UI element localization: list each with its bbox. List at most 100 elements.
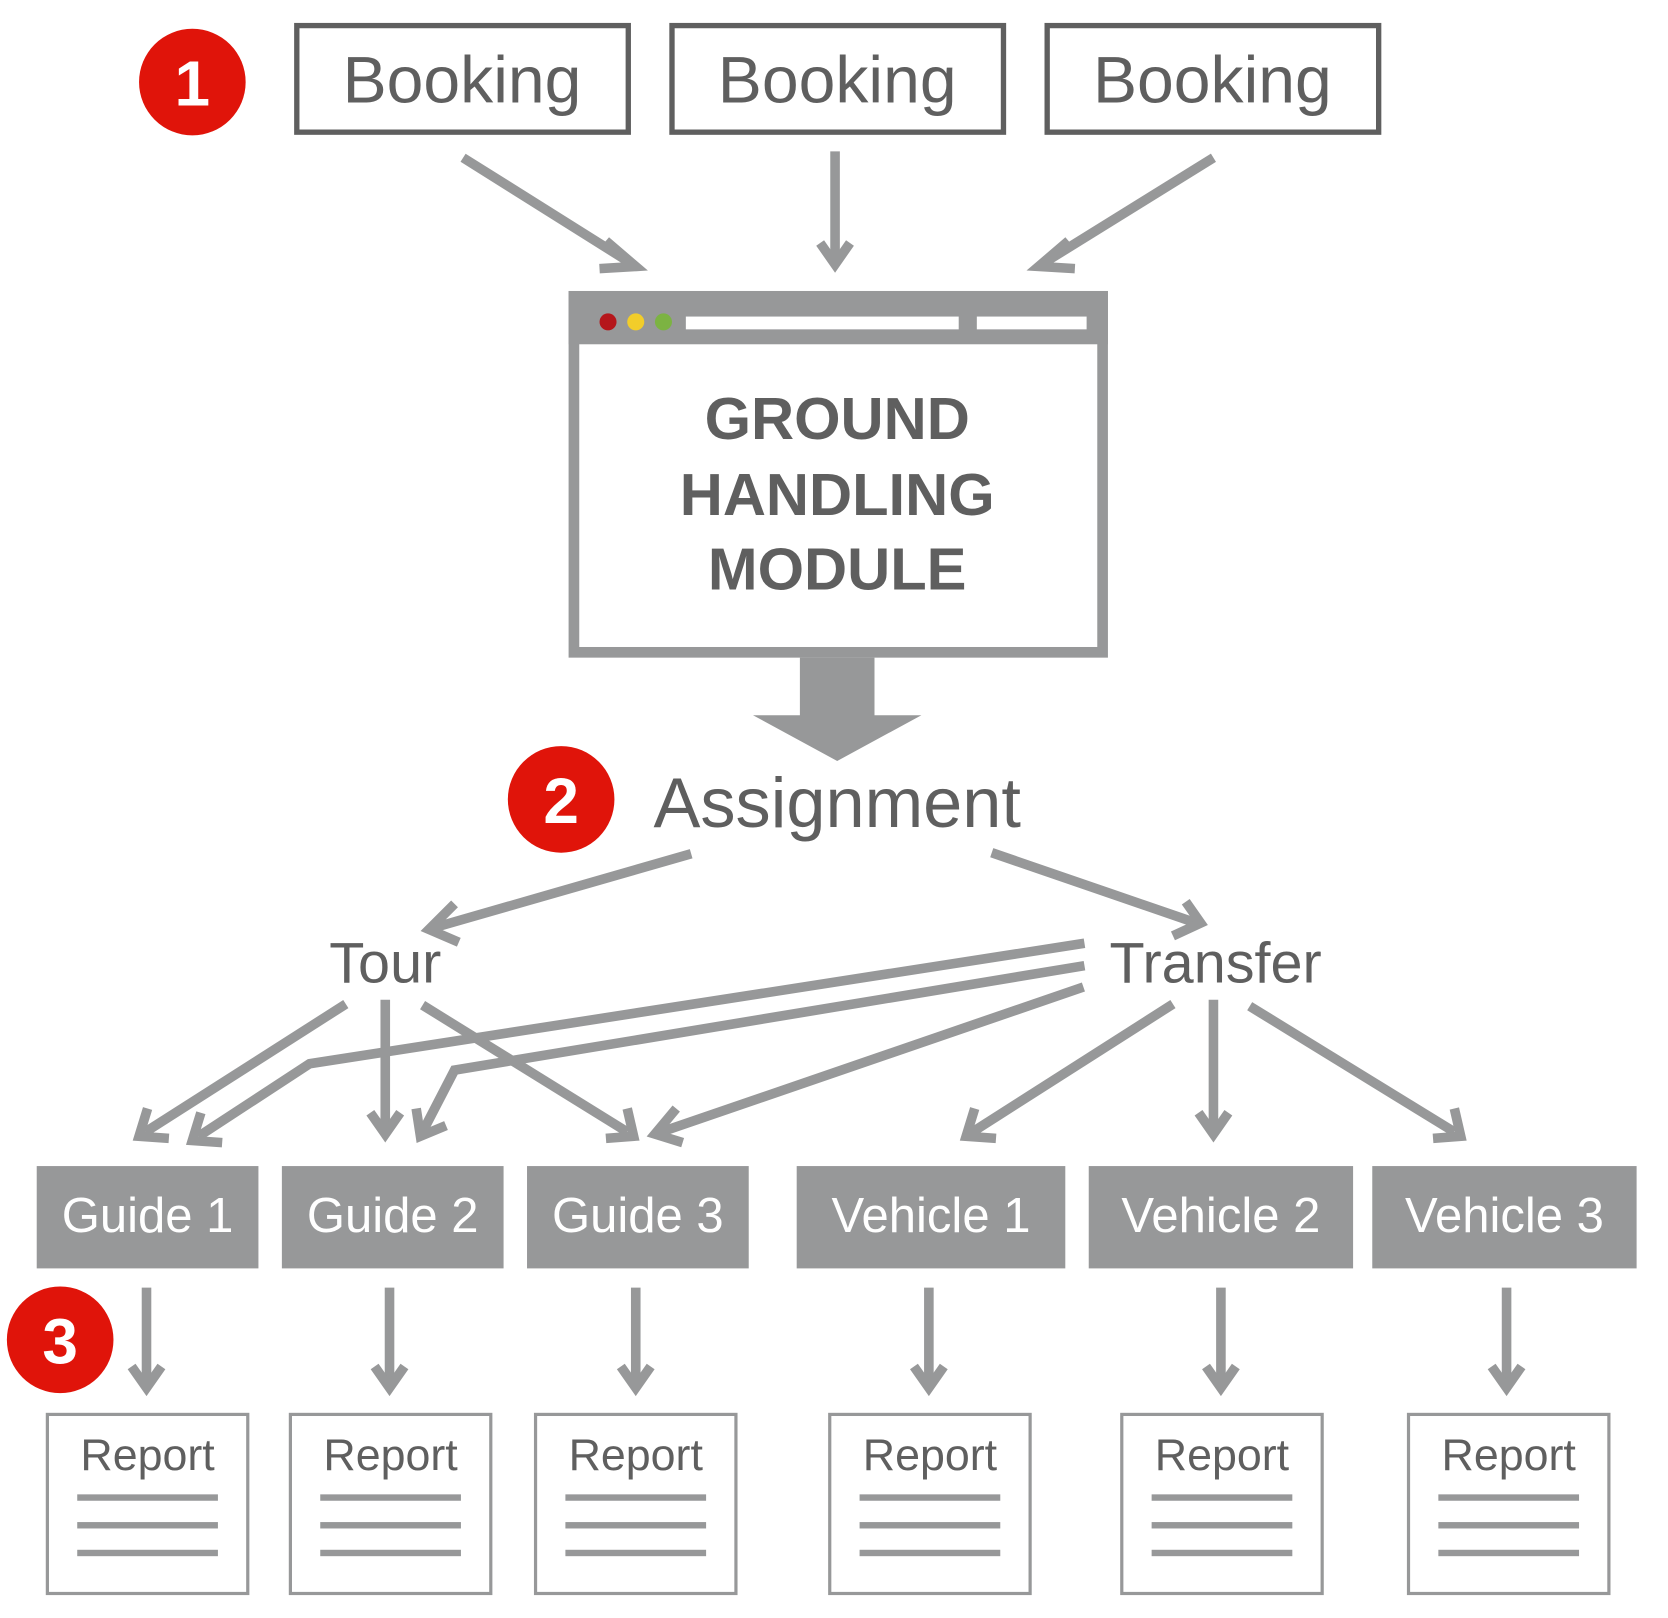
- step-badge-3: 3: [6, 1286, 114, 1394]
- vehicle-2-report-arrow-head: [1202, 1363, 1240, 1397]
- transfer-to-vehicle-2-head: [1194, 1110, 1233, 1143]
- ground-handling-module-window: GROUND HANDLING MODULE: [568, 290, 1108, 658]
- tour-to-guide-3-shaft: [420, 1001, 630, 1137]
- transfer-to-guide-2-head: [411, 1107, 448, 1144]
- booking-box-1: Booking: [294, 22, 631, 135]
- module-title-line-3: MODULE: [708, 535, 967, 602]
- transfer-to-vehicle-1-head: [959, 1107, 997, 1144]
- guide-1-box: [36, 1166, 259, 1269]
- step-badge-3-number: 3: [42, 1305, 78, 1377]
- step-badge-1-number: 1: [175, 48, 211, 120]
- report-doc-2-border: [288, 1412, 493, 1596]
- tour-arrows: [132, 999, 640, 1144]
- guide-3-report-arrow: [616, 1287, 655, 1397]
- vehicle-1-label: Vehicle 1: [832, 1189, 1031, 1243]
- booking-1-arrow: [460, 153, 648, 274]
- transfer-to-vehicle-3-head: [1432, 1107, 1467, 1144]
- booking-3-arrow: [1026, 153, 1216, 274]
- transfer-to-guide-2-arrow: [411, 960, 1086, 1144]
- window-maximize-dot-icon: [654, 313, 672, 331]
- transfer-to-guide-1-shaft: [196, 938, 1086, 1141]
- booking-1-arrow-head: [599, 237, 648, 274]
- vehicle-3-box: [1372, 1166, 1637, 1269]
- window-search-bar: [976, 316, 1087, 330]
- assignment-to-transfer-head: [1170, 898, 1208, 941]
- step-badge-2-circle: [507, 746, 615, 853]
- report-doc-3-title: Report: [569, 1430, 704, 1480]
- vehicle-2-label: Vehicle 2: [1121, 1189, 1320, 1243]
- step-badge-3-circle: [6, 1286, 114, 1394]
- guide-2-box: [281, 1166, 504, 1269]
- booking-label-3: Booking: [1093, 43, 1332, 117]
- transfer-to-guide-3-shaft: [659, 982, 1085, 1137]
- assignment-label: Assignment: [653, 763, 1021, 842]
- transfer-to-guide-3-arrow: [646, 982, 1085, 1148]
- resource-box-guide-2: Guide 2: [281, 1166, 504, 1269]
- report-doc-4-title: Report: [863, 1430, 998, 1480]
- report-doc-1-lines-icon: [77, 1494, 218, 1557]
- booking-2-arrow-head: [816, 240, 854, 273]
- transfer-to-vehicle-2-arrow: [1194, 999, 1233, 1143]
- booking-3-arrow-head: [1026, 237, 1076, 274]
- report-doc-5-border: [1120, 1412, 1324, 1596]
- report-doc-3-border: [533, 1412, 738, 1596]
- report-arrows: [127, 1287, 1526, 1397]
- module-window-frame: [568, 290, 1108, 658]
- guide-2-report-arrow-head: [370, 1363, 409, 1397]
- guide-1-report-arrow: [127, 1287, 166, 1397]
- assignment-to-transfer-shaft: [990, 848, 1198, 928]
- transfer-to-guide-3-head: [646, 1105, 685, 1148]
- report-doc-2-lines-icon: [320, 1494, 461, 1557]
- report-doc-guide-3[interactable]: Report: [533, 1412, 738, 1596]
- transfer-to-vehicle-3-shaft: [1247, 1002, 1457, 1137]
- report-doc-vehicle-3[interactable]: Report: [1406, 1412, 1611, 1596]
- resource-box-vehicle-3: Vehicle 3: [1372, 1166, 1637, 1269]
- transfer-label: Transfer: [1110, 932, 1322, 996]
- report-doc-1-border: [45, 1412, 250, 1596]
- booking-box-3-border: [1044, 22, 1382, 135]
- assignment-to-transfer-arrow: [990, 848, 1208, 941]
- vehicle-1-report-arrow-head: [910, 1363, 948, 1397]
- tour-to-guide-1-arrow: [132, 1000, 349, 1144]
- tour-to-guide-1-shaft: [142, 1000, 349, 1137]
- report-doc-vehicle-2[interactable]: Report: [1120, 1412, 1324, 1596]
- guide-1-report-arrow-head: [127, 1363, 166, 1397]
- module-output-arrow-icon: [752, 657, 922, 762]
- module-title-line-1: GROUND: [705, 385, 970, 452]
- report-doc-5-title: Report: [1155, 1430, 1290, 1480]
- vehicle-3-report-arrow: [1487, 1287, 1526, 1397]
- step-badge-1: 1: [139, 28, 246, 136]
- transfer-to-guide-1-arrow: [185, 938, 1086, 1148]
- report-doc-guide-2[interactable]: Report: [288, 1412, 493, 1596]
- tour-to-guide-2-arrow: [366, 999, 405, 1143]
- window-minimize-dot-icon: [627, 313, 645, 331]
- transfer-to-guide-1-head: [185, 1111, 223, 1148]
- report-doc-6-title: Report: [1442, 1430, 1577, 1480]
- report-doc-6-border: [1406, 1412, 1611, 1596]
- booking-label-1: Booking: [343, 43, 582, 117]
- resource-box-guide-3: Guide 3: [527, 1166, 749, 1269]
- guide-3-label: Guide 3: [552, 1189, 724, 1243]
- booking-box-3: Booking: [1044, 22, 1382, 135]
- report-doc-vehicle-1[interactable]: Report: [828, 1412, 1032, 1596]
- vehicle-3-label: Vehicle 3: [1405, 1189, 1604, 1243]
- resource-box-guide-1: Guide 1: [36, 1166, 259, 1269]
- transfer-to-guide-2-shaft: [418, 960, 1086, 1135]
- report-doc-5-lines-icon: [1151, 1494, 1293, 1557]
- booking-box-2-border: [669, 22, 1007, 135]
- guide-1-label: Guide 1: [62, 1189, 234, 1243]
- resource-boxes: Guide 1 Guide 2 Guide 3 Vehicle 1 Vehicl…: [36, 1166, 1637, 1269]
- resource-box-vehicle-1: Vehicle 1: [796, 1166, 1066, 1269]
- assignment-to-tour-shaft: [434, 849, 693, 932]
- report-doc-6-lines-icon: [1438, 1494, 1580, 1557]
- transfer-to-vehicle-1-arrow: [959, 1000, 1176, 1144]
- assignment-to-tour-arrow: [420, 849, 693, 947]
- report-doc-guide-1[interactable]: Report: [45, 1412, 250, 1596]
- step-badge-2: 2: [507, 746, 615, 853]
- vehicle-1-box: [796, 1166, 1066, 1269]
- report-documents: Report Report Report: [45, 1412, 1611, 1596]
- vehicle-2-box: [1088, 1166, 1354, 1269]
- report-doc-4-lines-icon: [859, 1494, 1001, 1557]
- booking-arrows: [460, 151, 1216, 274]
